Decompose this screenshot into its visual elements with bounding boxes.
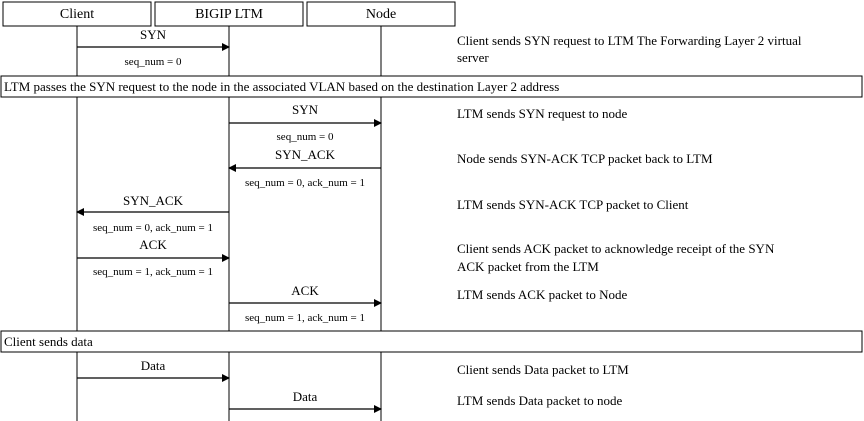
message-sub: seq_num = 1, ack_num = 1	[245, 312, 365, 324]
message-synack-ltm-to-client: SYN_ACK seq_num = 0, ack_num = 1	[76, 193, 229, 234]
note-4: LTM sends SYN-ACK TCP packet to Client	[457, 197, 689, 212]
message-syn-client-to-ltm: SYN seq_num = 0	[77, 27, 230, 68]
participant-node: Node	[306, 1, 456, 27]
message-sub: seq_num = 0	[125, 56, 182, 68]
note-line: LTM sends SYN request to node	[457, 106, 628, 121]
message-label: SYN	[140, 27, 167, 42]
message-sub: seq_num = 0, ack_num = 1	[93, 222, 213, 234]
note-7: Client sends Data packet to LTM	[457, 362, 629, 377]
band-client-data: Client sends data	[0, 330, 863, 353]
band-vlan-forwarding: LTM passes the SYN request to the node i…	[0, 75, 863, 98]
message-label: ACK	[291, 283, 319, 298]
message-data-client-to-ltm: Data	[77, 358, 230, 382]
message-label: SYN_ACK	[123, 193, 184, 208]
message-data-ltm-to-node: Data	[229, 389, 382, 413]
message-syn-ltm-to-node: SYN seq_num = 0	[229, 102, 382, 143]
note-line: Client sends ACK packet to acknowledge r…	[457, 241, 775, 256]
note-6: LTM sends ACK packet to Node	[457, 287, 628, 302]
note-line: server	[457, 50, 489, 65]
message-ack-ltm-to-node: ACK seq_num = 1, ack_num = 1	[229, 283, 382, 324]
message-sub: seq_num = 0	[277, 131, 334, 143]
note-line: LTM sends Data packet to node	[457, 393, 622, 408]
note-2: LTM sends SYN request to node	[457, 106, 628, 121]
band-vlan-forwarding-text: LTM passes the SYN request to the node i…	[4, 79, 559, 94]
message-label: ACK	[139, 237, 167, 252]
message-label: SYN	[292, 102, 319, 117]
message-synack-node-to-ltm: SYN_ACK seq_num = 0, ack_num = 1	[228, 147, 381, 189]
message-label: Data	[293, 389, 318, 404]
note-line: ACK packet from the LTM	[457, 259, 599, 274]
note-line: Client sends Data packet to LTM	[457, 362, 629, 377]
note-line: Node sends SYN-ACK TCP packet back to LT…	[457, 151, 713, 166]
participant-client: Client	[2, 1, 152, 27]
message-label: SYN_ACK	[275, 147, 336, 162]
note-line: Client sends SYN request to LTM The Forw…	[457, 33, 802, 48]
band-client-data-text: Client sends data	[4, 334, 93, 349]
note-line: LTM sends SYN-ACK TCP packet to Client	[457, 197, 689, 212]
message-sub: seq_num = 0, ack_num = 1	[245, 177, 365, 189]
message-label: Data	[141, 358, 166, 373]
participant-ltm-label: BIGIP LTM	[195, 7, 263, 22]
note-8: LTM sends Data packet to node	[457, 393, 622, 408]
note-5: Client sends ACK packet to acknowledge r…	[457, 241, 775, 274]
message-sub: seq_num = 1, ack_num = 1	[93, 266, 213, 278]
message-ack-client-to-ltm: ACK seq_num = 1, ack_num = 1	[77, 237, 230, 278]
participant-node-label: Node	[366, 7, 396, 22]
note-1: Client sends SYN request to LTM The Forw…	[457, 33, 802, 65]
note-3: Node sends SYN-ACK TCP packet back to LT…	[457, 151, 713, 166]
participant-client-label: Client	[60, 7, 94, 22]
note-line: LTM sends ACK packet to Node	[457, 287, 628, 302]
participant-ltm: BIGIP LTM	[154, 1, 304, 27]
